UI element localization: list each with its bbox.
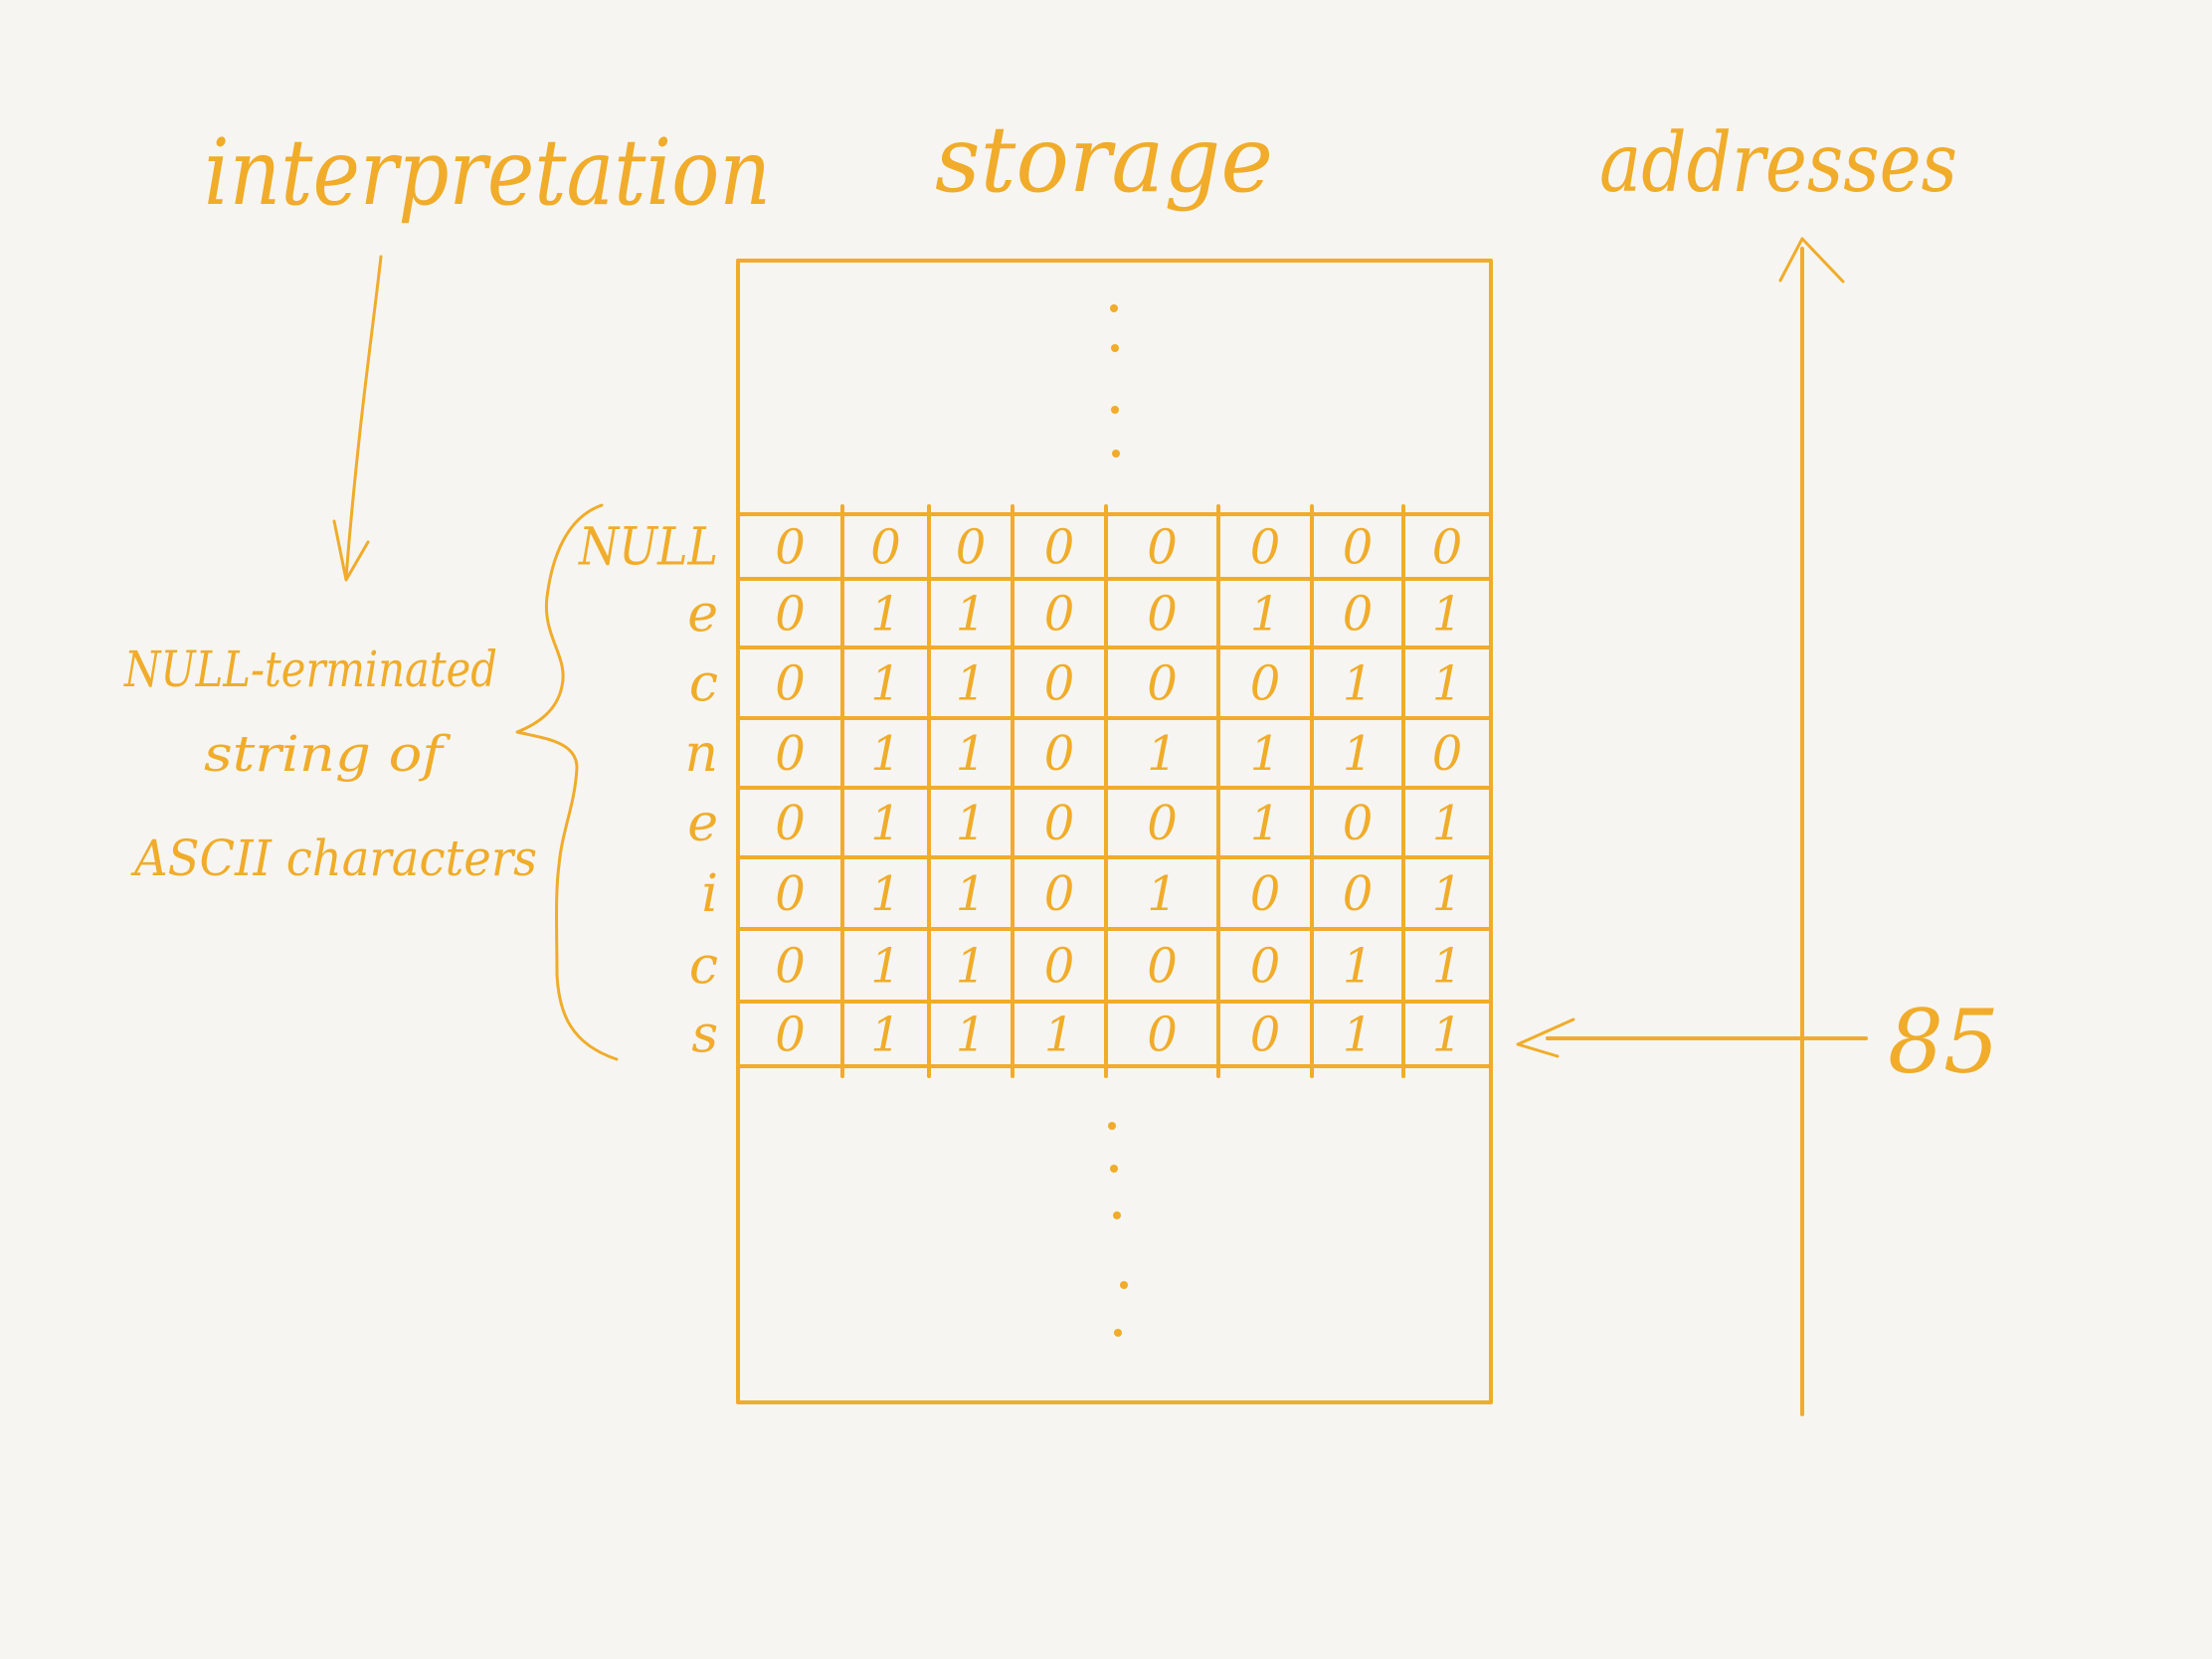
bit-cell: 1	[956, 656, 987, 712]
bit-cell: 1	[956, 1008, 987, 1063]
bit-cell: 0	[870, 520, 901, 576]
bit-cell: 0	[1250, 520, 1281, 576]
bit-cell: 0	[1044, 866, 1075, 922]
char-label: c	[689, 937, 718, 997]
note-line-1: NULL-terminated	[123, 641, 497, 698]
bit-cell: 0	[775, 939, 806, 995]
bit-cell: 1	[870, 796, 901, 851]
char-label: n	[685, 724, 719, 784]
bit-cell: 0	[1044, 726, 1075, 782]
bit-cell: 1	[956, 726, 987, 782]
char-label: e	[687, 794, 718, 853]
bit-cell: 1	[1044, 1008, 1075, 1063]
bit-cell: 0	[1044, 656, 1075, 712]
bit-cell: 1	[870, 726, 901, 782]
bit-cell: 0	[1044, 939, 1075, 995]
char-label: i	[701, 864, 718, 924]
bit-cell: 0	[1343, 866, 1374, 922]
bit-cell: 0	[1343, 587, 1374, 643]
bit-cell: 0	[775, 1008, 806, 1063]
bit-cell: 0	[956, 520, 987, 576]
bit-cell: 0	[775, 520, 806, 576]
bit-cell: 0	[1432, 726, 1463, 782]
address-pointer: 85	[1516, 991, 1999, 1093]
bit-cell: 0	[1044, 587, 1075, 643]
bit-cell: 1	[1343, 1008, 1374, 1063]
storage-box	[736, 259, 1493, 1404]
bit-cell: 0	[775, 866, 806, 922]
ellipsis-top	[1110, 304, 1120, 458]
bit-cell: 0	[1044, 520, 1075, 576]
bit-cell: 1	[1343, 656, 1374, 712]
bit-cell: 0	[1343, 796, 1374, 851]
bit-cell: 1	[1147, 726, 1178, 782]
bit-cell: 1	[1432, 1008, 1463, 1063]
grouping-brace	[515, 503, 619, 1061]
bit-cell: 0	[1147, 520, 1178, 576]
address-axis	[1778, 237, 1845, 1416]
char-label: e	[687, 585, 718, 645]
bit-cell: 0	[1250, 1008, 1281, 1063]
char-label: NULL	[577, 518, 718, 578]
bit-cell: 1	[1250, 796, 1281, 851]
bit-cell: 0	[1044, 796, 1075, 851]
bit-cell: 0	[775, 796, 806, 851]
bit-cell: 1	[870, 587, 901, 643]
bit-cell: 1	[1432, 796, 1463, 851]
bit-cell: 1	[1432, 866, 1463, 922]
bit-cell: 1	[870, 656, 901, 712]
bit-cell: 1	[956, 796, 987, 851]
bit-cell: 1	[1147, 866, 1178, 922]
bit-cell: 0	[1343, 520, 1374, 576]
ellipsis-bottom	[1108, 1122, 1128, 1337]
interpretation-heading: interpretation	[204, 119, 771, 226]
storage-heading: storage	[935, 106, 1273, 213]
bit-cell: 1	[870, 866, 901, 922]
bit-cell: 1	[956, 866, 987, 922]
bit-cell: 1	[1432, 939, 1463, 995]
bit-cell: 0	[1250, 866, 1281, 922]
bit-cell: 0	[1250, 656, 1281, 712]
interpretation-note: NULL-terminated string of ASCII characte…	[123, 641, 537, 887]
bit-cell: 0	[1147, 587, 1178, 643]
note-line-2: string of	[204, 725, 451, 783]
bit-cell: 1	[1343, 939, 1374, 995]
note-line-3: ASCII characters	[130, 830, 537, 887]
bit-cell: 0	[775, 587, 806, 643]
bit-cell: 0	[775, 726, 806, 782]
bit-cell: 1	[1432, 587, 1463, 643]
bit-grid-lines	[736, 504, 1493, 1078]
bit-cell: 0	[1147, 939, 1178, 995]
char-label: c	[689, 654, 718, 714]
bit-cell: 1	[1250, 726, 1281, 782]
addresses-heading: addresses	[1599, 116, 1957, 211]
bit-cell: 1	[870, 1008, 901, 1063]
char-label: s	[691, 1006, 718, 1065]
bit-cell: 1	[956, 587, 987, 643]
bit-cell: 1	[956, 939, 987, 995]
bit-cell: 0	[1147, 656, 1178, 712]
interpretation-arrow	[332, 255, 383, 582]
bit-cell: 0	[1147, 796, 1178, 851]
bit-cell: 1	[1432, 656, 1463, 712]
bit-cell: 1	[1250, 587, 1281, 643]
bit-cell: 0	[1250, 939, 1281, 995]
bit-cell: 0	[1432, 520, 1463, 576]
bit-cell: 0	[1147, 1008, 1178, 1063]
address-label: 85	[1888, 991, 1999, 1093]
bit-cell: 1	[870, 939, 901, 995]
bit-cell: 0	[775, 656, 806, 712]
bit-cell: 1	[1343, 726, 1374, 782]
